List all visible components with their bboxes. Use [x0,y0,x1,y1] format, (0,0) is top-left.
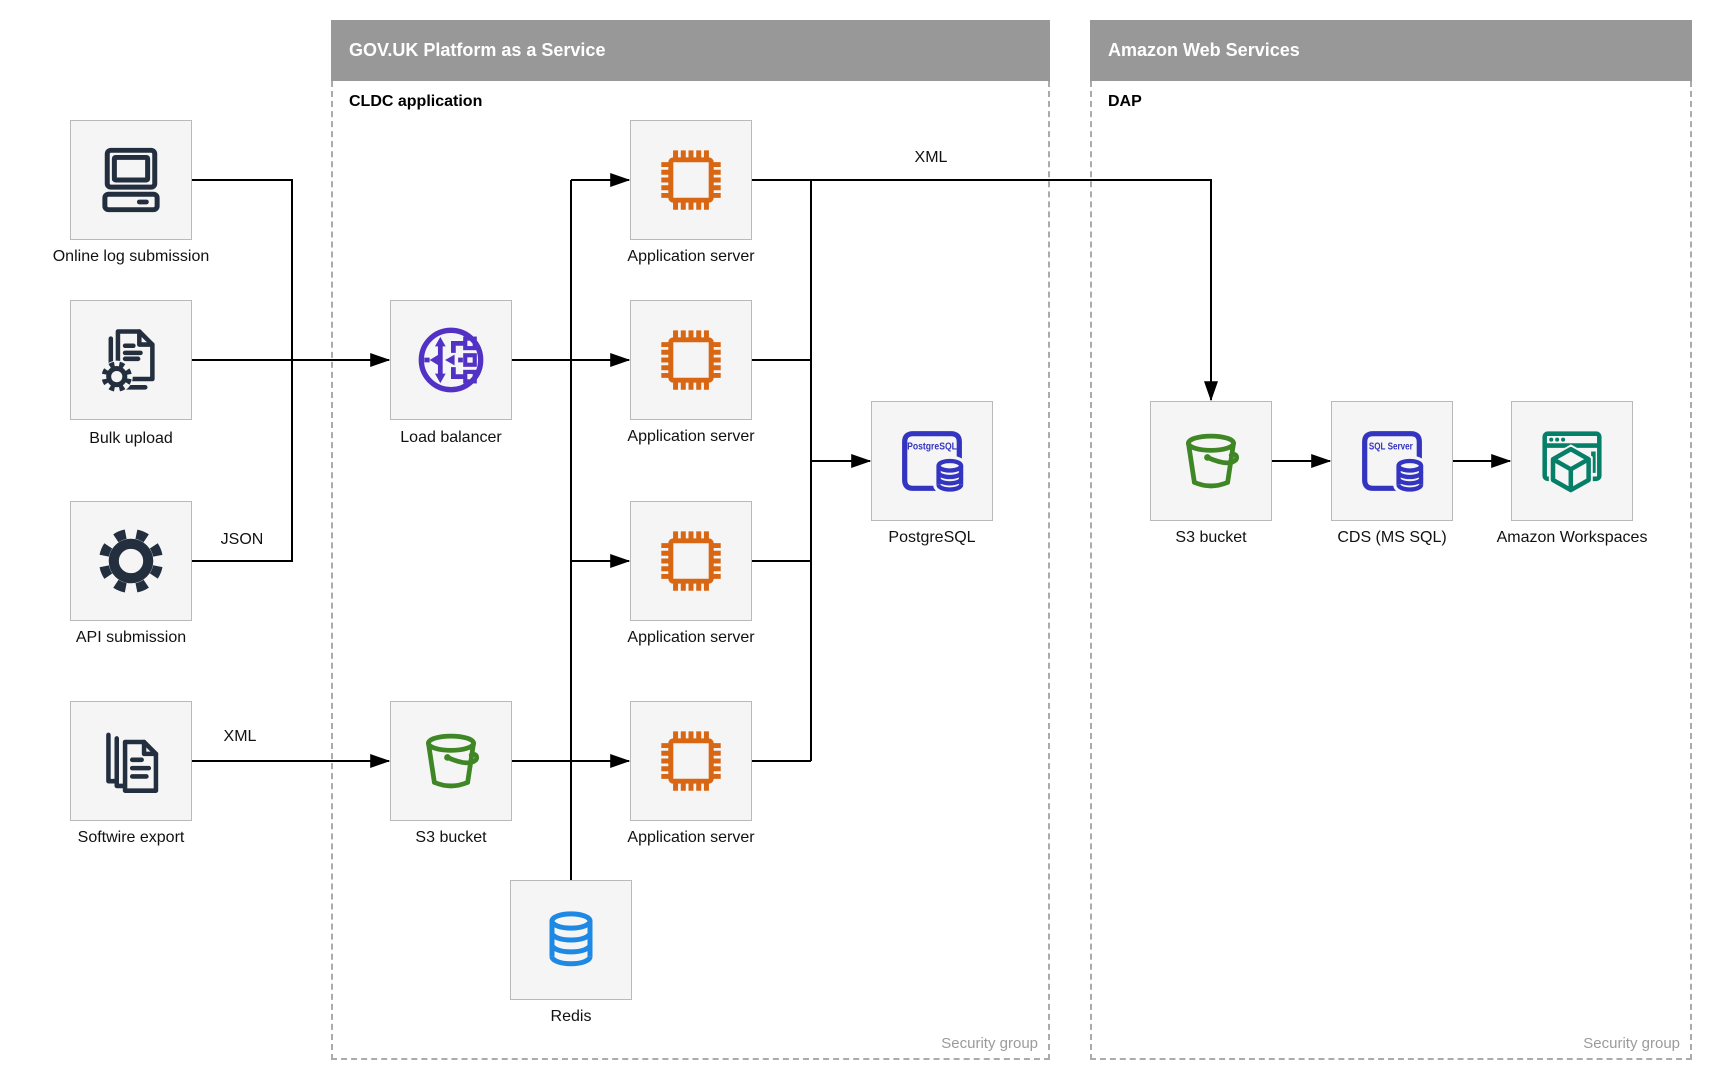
node-label-s3-bucket-aws: S3 bucket [1175,529,1247,546]
node-label-redis: Redis [550,1008,592,1025]
load-balancer-icon [418,327,484,393]
aws-title: Amazon Web Services [1108,40,1300,60]
cldc-application-label: CLDC application [349,93,483,110]
govuk-paas-header: GOV.UK Platform as a Service [331,20,1050,81]
edge-label-xml-softwire: XML [223,728,257,745]
node-label-application-server-1: Application server [627,248,755,265]
paas-security-group-label: Security group [941,1035,1038,1052]
aws-security-group-label: Security group [1583,1035,1680,1052]
node-api-submission [70,501,192,621]
node-label-softwire-export: Softwire export [77,829,185,846]
edge-app-server-1-to-aws-s3 [752,179,1218,402]
container-govuk-paas: GOV.UK Platform as a Service CLDC applic… [331,20,1050,1060]
node-label-postgresql: PostgreSQL [888,529,976,546]
node-postgresql: PostgreSQL [871,401,993,521]
node-label-application-server-3: Application server [627,629,755,646]
documents-stack-icon [106,732,159,793]
edge-label-json: JSON [220,531,264,548]
node-softwire-export [70,701,192,821]
node-s3-bucket-paas [390,701,512,821]
sql-server-icon-text: SQL Server [1369,442,1413,453]
container-aws: Amazon Web Services DAP Security group [1090,20,1692,1060]
node-label-application-server-4: Application server [627,829,755,846]
chip-icon [661,330,721,390]
bucket-icon [1186,433,1240,489]
node-application-server-2 [630,300,752,420]
bucket-icon [426,733,480,789]
database-cylinder-icon [549,911,593,967]
govuk-paas-title: GOV.UK Platform as a Service [349,40,606,60]
postgresql-icon-text: PostgreSQL [907,442,957,453]
dap-label: DAP [1108,93,1142,110]
aws-header: Amazon Web Services [1090,20,1692,81]
node-label-load-balancer: Load balancer [400,429,502,446]
node-label-amazon-workspaces: Amazon Workspaces [1496,529,1648,546]
govuk-paas-body: CLDC application Security group [331,81,1050,1060]
node-label-cds-mssql: CDS (MS SQL) [1337,529,1447,546]
node-application-server-4 [630,701,752,821]
node-online-log-submission [70,120,192,240]
document-gear-icon [100,329,155,393]
chip-icon [661,731,721,791]
node-label-api-submission: API submission [75,629,187,646]
edge-api-to-bus [192,360,293,562]
sql-server-database-icon: SQL Server [1362,431,1427,495]
chip-icon [661,531,721,591]
computer-icon [102,147,160,213]
postgresql-database-icon: PostgreSQL [902,431,967,495]
node-cds-mssql: SQL Server [1331,401,1453,521]
node-application-server-3 [630,501,752,621]
node-bulk-upload [70,300,192,420]
node-label-s3-bucket-paas: S3 bucket [415,829,487,846]
edge-label-xml-aws: XML [914,149,948,166]
node-amazon-workspaces [1511,401,1633,521]
chip-icon [661,150,721,210]
node-label-online-log: Online log submission [52,248,210,265]
gear-icon [98,528,164,594]
node-label-application-server-2: Application server [627,428,755,445]
node-load-balancer [390,300,512,420]
edge-online-log-to-bus [192,179,293,360]
node-label-bulk-upload: Bulk upload [89,430,173,447]
node-s3-bucket-aws [1150,401,1272,521]
node-redis [510,880,632,1000]
workspaces-icon [1542,431,1602,495]
aws-body: DAP Security group [1090,81,1692,1060]
node-application-server-1 [630,120,752,240]
